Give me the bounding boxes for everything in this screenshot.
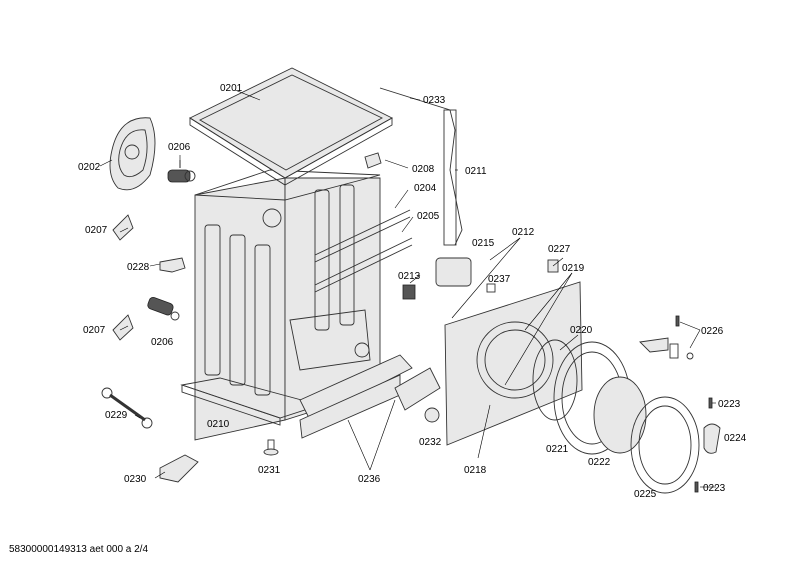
door-hinge [639, 315, 694, 360]
switch-part [402, 284, 416, 300]
back-cover [109, 117, 156, 191]
label-0223-upper: 0223 [718, 399, 741, 410]
door-glass [593, 376, 647, 454]
door-handle [703, 423, 721, 454]
door-lock [435, 257, 472, 287]
screw-upper [708, 397, 713, 409]
label-0236: 0236 [358, 474, 381, 485]
label-0207-lower: 0207 [83, 325, 106, 336]
label-0201: 0201 [220, 83, 243, 94]
cabinet-housing [194, 169, 413, 441]
label-0228: 0228 [127, 262, 150, 273]
wrench-tool [101, 387, 153, 429]
label-0231: 0231 [258, 465, 281, 476]
label-0233: 0233 [423, 95, 446, 106]
clip-part [159, 257, 186, 273]
label-0218: 0218 [464, 465, 487, 476]
drawing-number: 58300000149313 aet 000 a 2/4 [9, 544, 149, 555]
front-panel [444, 281, 583, 446]
leader-lines [99, 89, 716, 488]
label-0225: 0225 [634, 489, 657, 500]
label-0220: 0220 [570, 325, 593, 336]
label-0221: 0221 [546, 444, 569, 455]
small-fastener [486, 283, 496, 293]
label-0226: 0226 [701, 326, 724, 337]
drain-cap [424, 407, 440, 423]
label-0202: 0202 [78, 162, 101, 173]
bracket-upper [112, 214, 134, 241]
label-0205: 0205 [417, 211, 440, 222]
drain-flap [394, 367, 441, 411]
label-0213: 0213 [398, 271, 421, 282]
door-seal [532, 339, 578, 421]
screw-lower [694, 481, 699, 493]
label-0215: 0215 [472, 238, 495, 249]
label-0237: 0237 [488, 274, 511, 285]
label-0206-lower: 0206 [151, 337, 174, 348]
label-0212: 0212 [512, 227, 535, 238]
part-labels: 0201 0202 0206 0207 0228 0207 0206 0229 … [78, 83, 747, 500]
cable-harness [379, 87, 463, 246]
handle-part [364, 152, 382, 169]
label-0206-upper: 0206 [168, 142, 191, 153]
label-0208: 0208 [412, 164, 435, 175]
top-cover [189, 67, 393, 186]
label-0210: 0210 [207, 419, 230, 430]
spring-upper [167, 160, 196, 183]
label-0229: 0229 [105, 410, 128, 421]
label-0230: 0230 [124, 474, 147, 485]
label-0223-lower: 0223 [703, 483, 726, 494]
spring-lower [147, 296, 180, 321]
foot-screw [263, 439, 279, 456]
label-0224: 0224 [724, 433, 747, 444]
label-0207-upper: 0207 [85, 225, 108, 236]
bracket-lower [112, 314, 134, 341]
label-0219: 0219 [562, 263, 585, 274]
label-0227: 0227 [548, 244, 571, 255]
door-outer-ring [630, 396, 700, 494]
transport-plate [159, 454, 199, 483]
label-0232: 0232 [419, 437, 442, 448]
label-0204: 0204 [414, 183, 437, 194]
label-0222: 0222 [588, 457, 611, 468]
label-0211: 0211 [465, 166, 487, 177]
